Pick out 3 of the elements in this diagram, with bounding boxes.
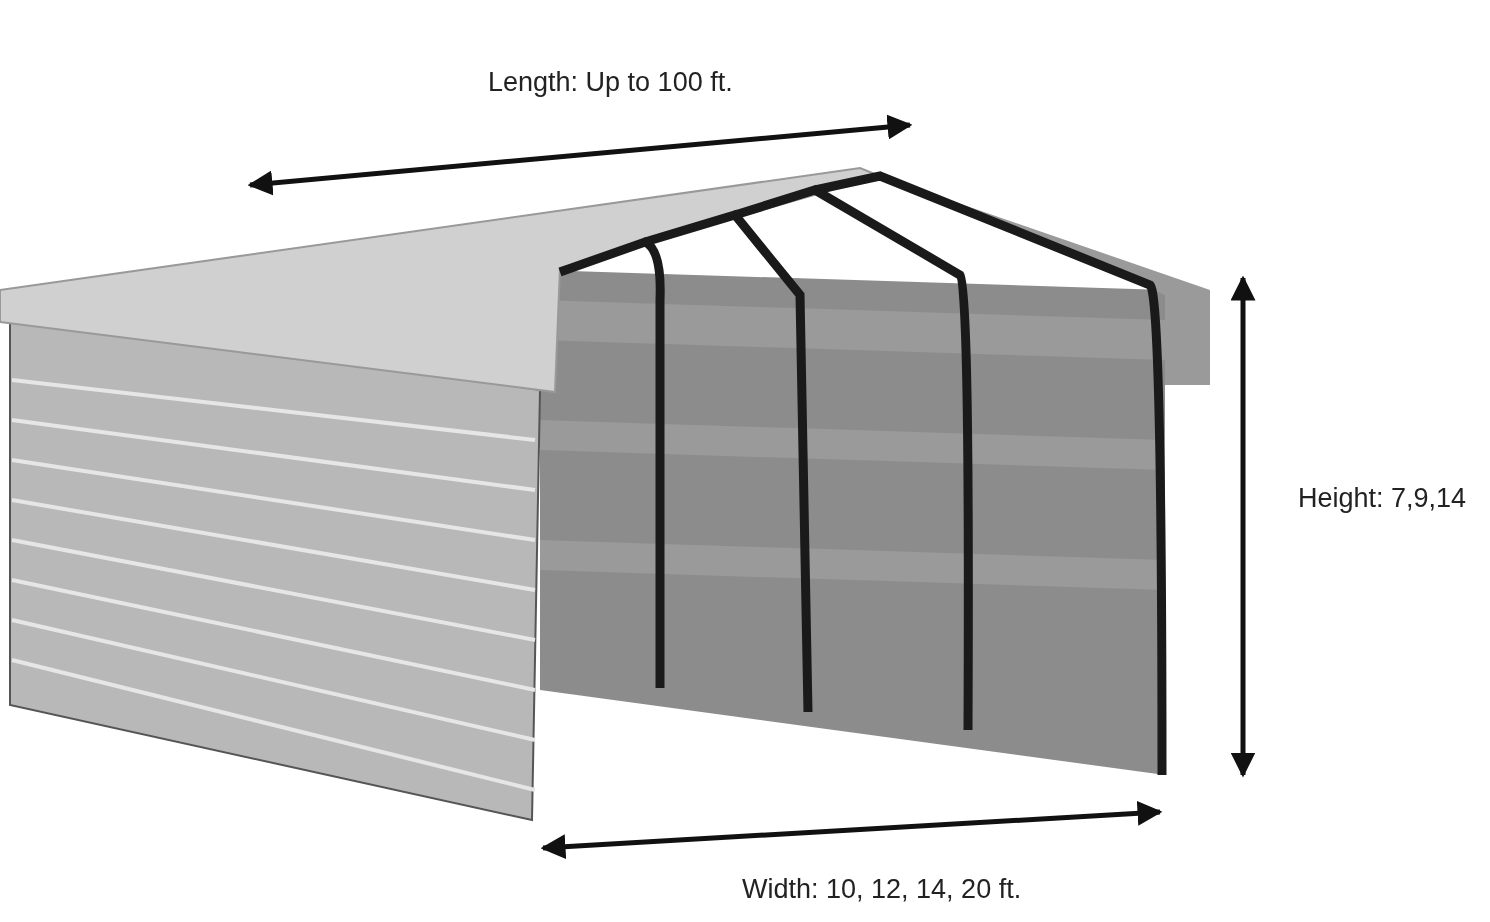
width-dimension-label: Width: 10, 12, 14, 20 ft. — [742, 873, 1022, 906]
height-dimension-label: Height: 7,9,14 — [1298, 482, 1467, 515]
length-dimension-label: Length: Up to 100 ft. — [488, 66, 733, 99]
